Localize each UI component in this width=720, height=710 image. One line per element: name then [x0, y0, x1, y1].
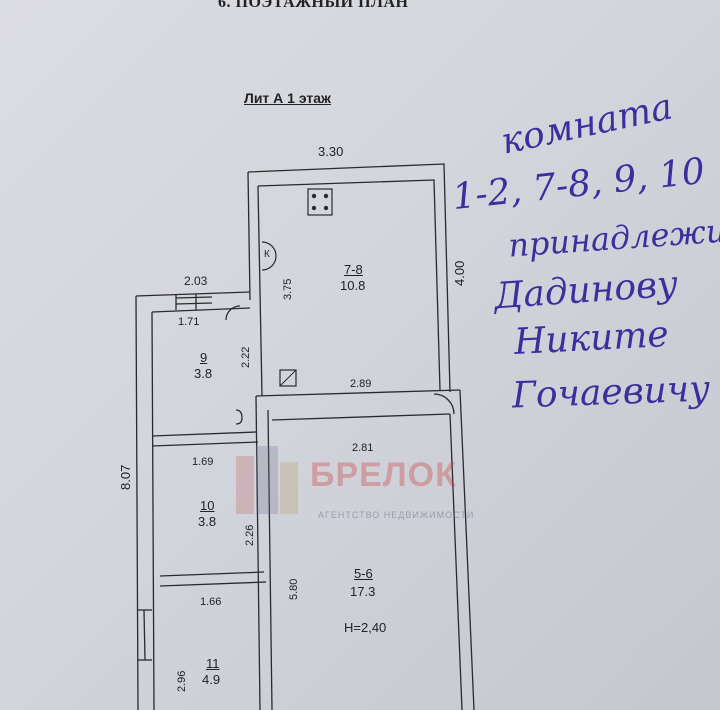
section-header: 6. ПОЭТАЖНЫЙ ПЛАН: [218, 0, 409, 11]
dim-total-height: 8.07: [118, 464, 133, 490]
floor-title: Лит А 1 этаж: [244, 90, 331, 106]
dim-room10-width: 1.69: [192, 456, 214, 468]
dim-room9-width: 1.71: [178, 316, 200, 328]
dim-room11-width: 1.66: [200, 596, 222, 608]
room-number-9: 9: [200, 350, 208, 365]
dim-room9-height: 2.22: [240, 346, 252, 368]
watermark-subtitle: АГЕНТСТВО НЕДВИЖИМОСТИ: [318, 510, 475, 520]
dim-room78-bottom: 2.89: [350, 378, 372, 390]
room-number-5-6: 5-6: [354, 566, 373, 581]
room-number-7-8: 7-8: [344, 262, 363, 277]
dim-right-height: 4.00: [452, 260, 467, 286]
handwriting-line-6: Гочаевичу: [511, 368, 711, 417]
dim-top-width: 3.30: [318, 144, 344, 159]
room-area-10: 3.8: [198, 514, 217, 529]
room-number-10: 10: [200, 498, 215, 513]
kitchen-mark: К: [264, 249, 270, 260]
room-area-5-6: 17.3: [350, 584, 376, 599]
handwriting-line-5: Никите: [513, 313, 670, 364]
dim-room78-height: 3.75: [282, 278, 294, 300]
watermark-brand: БРЕЛОК: [310, 456, 457, 494]
dim-room10-height: 2.26: [244, 524, 256, 546]
dim-left-width: 2.03: [184, 274, 208, 288]
dim-room56-width: 2.81: [352, 442, 374, 454]
room-number-11: 11: [206, 656, 220, 671]
watermark-logo: [236, 446, 298, 514]
dim-room56-height: 5.80: [288, 578, 300, 600]
room-area-11: 4.9: [202, 672, 221, 687]
room-area-7-8: 10.8: [340, 278, 366, 293]
stove-icon: [307, 188, 333, 216]
ceiling-height: Н=2,40: [344, 620, 387, 635]
room-area-9: 3.8: [194, 366, 213, 381]
dim-room11-height: 2.96: [176, 670, 188, 692]
boiler-icon: [279, 369, 297, 387]
